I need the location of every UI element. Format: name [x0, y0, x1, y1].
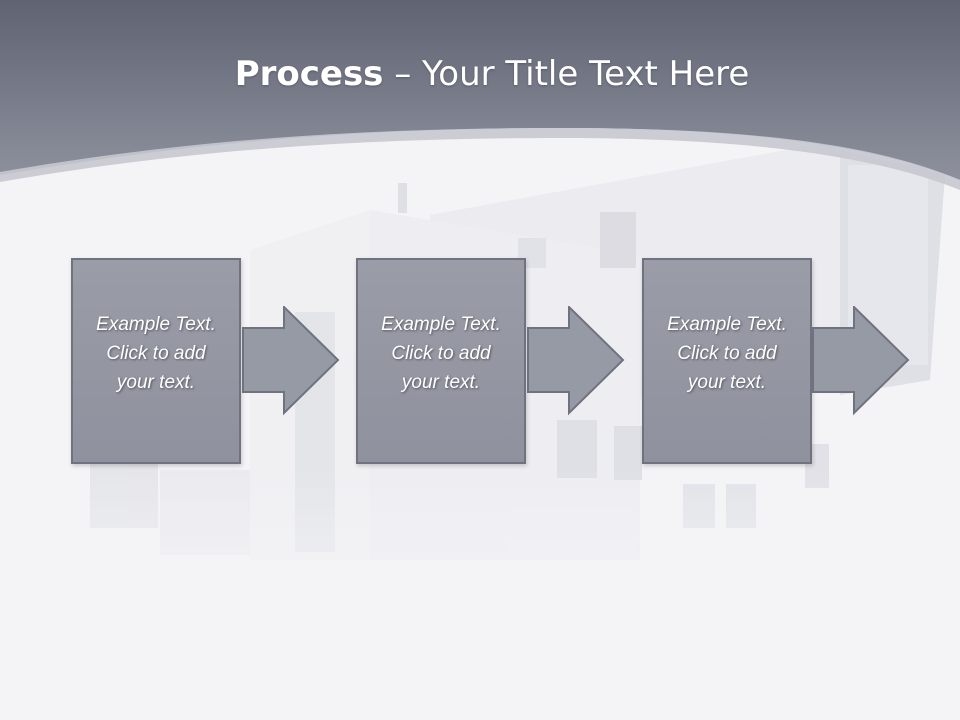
arrow-right-icon [527, 306, 625, 416]
arrow-right-icon [242, 306, 340, 416]
process-step-3[interactable]: Example Text. Click to add your text. [642, 258, 812, 464]
step-1-text[interactable]: Example Text. Click to add your text. [96, 313, 216, 393]
slide-title: Process – Your Title Text Here [0, 52, 960, 96]
title-bold: Process [234, 54, 384, 94]
arrow-right-icon [812, 306, 910, 416]
process-step-1[interactable]: Example Text. Click to add your text. [71, 258, 241, 464]
step-3-text[interactable]: Example Text. Click to add your text. [667, 313, 787, 393]
title-rest: – Your Title Text Here [383, 54, 750, 94]
step-2-text[interactable]: Example Text. Click to add your text. [381, 313, 501, 393]
process-step-2[interactable]: Example Text. Click to add your text. [356, 258, 526, 464]
